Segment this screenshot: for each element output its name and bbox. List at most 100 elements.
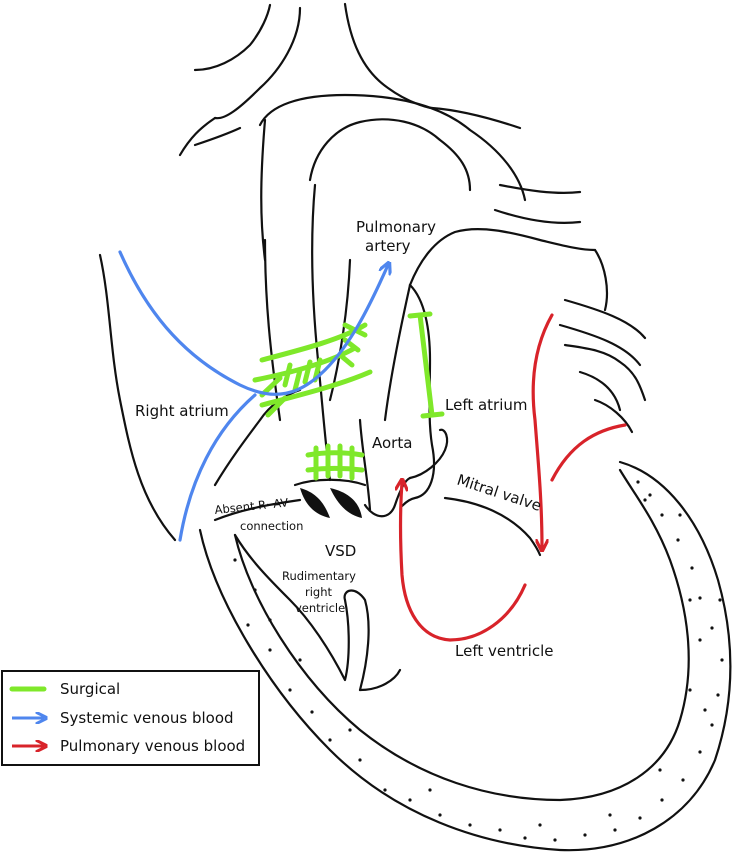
myocardium-dot — [468, 823, 472, 827]
septum-inner — [358, 668, 402, 692]
myocardium-dots — [233, 480, 724, 842]
myocardium-dot — [636, 480, 640, 484]
aorta-right — [408, 428, 449, 480]
myocardium-dot — [428, 788, 432, 792]
great-vessel-1 — [213, 6, 302, 120]
myocardium-dot — [298, 658, 302, 662]
myocardium-dot — [698, 750, 702, 754]
myocardium-dot — [716, 693, 720, 697]
myocardium-dot — [660, 798, 664, 802]
myocardium-dot — [408, 798, 412, 802]
myocardium-dot — [268, 648, 272, 652]
surgical-patch-line-2 — [305, 466, 365, 473]
pulmonary-upper-curve — [531, 313, 554, 548]
branch-right-2 — [493, 208, 582, 224]
label-left-ventricle: Left ventricle — [455, 642, 553, 660]
label-rudimentary-3: ventricle — [295, 601, 345, 615]
myocardium-dot — [288, 688, 292, 692]
valve-leaflet-2 — [330, 488, 362, 518]
myocardium-dot — [310, 710, 314, 714]
myocardium-dot — [681, 778, 685, 782]
label-absent-av-2: connection — [240, 519, 303, 533]
branch-right-1 — [498, 183, 582, 195]
septum — [233, 533, 370, 692]
myocardium-dot — [648, 493, 652, 497]
label-pulmonary-artery-2: artery — [365, 237, 411, 255]
aortic-arch — [258, 93, 527, 202]
myocardium-dot — [348, 728, 352, 732]
myocardium-dot — [660, 513, 664, 517]
myocardium-dot — [638, 816, 642, 820]
myocardium-dot — [608, 813, 612, 817]
legend-label-pulmonary: Pulmonary venous blood — [60, 737, 245, 755]
pulmonary-flow — [401, 313, 627, 642]
myocardium-dot — [703, 708, 707, 712]
right-atrium-contour — [98, 253, 177, 542]
branch-top-right — [430, 106, 522, 130]
systemic-flow — [118, 250, 388, 542]
legend-item-systemic: Systemic venous blood — [12, 709, 234, 727]
myocardium-dot — [658, 768, 662, 772]
legend-label-systemic: Systemic venous blood — [60, 709, 234, 727]
great-vessel-2 — [343, 2, 434, 110]
pulmonary-top — [408, 228, 597, 287]
pulmonary-vein-1 — [563, 298, 647, 340]
surgical-tick-3 — [302, 359, 313, 385]
myocardium-dot — [718, 598, 722, 602]
myocardium-dot — [676, 538, 680, 542]
surgical-baffle-3 — [259, 369, 373, 408]
aorta-left — [358, 418, 372, 512]
surgical-tick-7 — [337, 352, 355, 368]
label-left-atrium: Left atrium — [445, 396, 528, 414]
legend: Surgical Systemic venous blood Pulmonary… — [1, 670, 260, 766]
myocardium-dot — [233, 558, 237, 562]
left-atrium-right — [593, 248, 609, 312]
valve-ring — [293, 478, 367, 487]
myocardium-dot — [328, 738, 332, 742]
surgical-patch-line-1 — [305, 450, 365, 458]
systemic-lower-curve — [178, 393, 257, 542]
myocardium-dot — [710, 723, 714, 727]
myocardium-dot — [678, 513, 682, 517]
myocardium-dot — [698, 638, 702, 642]
myocardium-dot — [613, 828, 617, 832]
surgical-tick-2 — [292, 367, 303, 393]
pulmonary-lower-curve — [401, 482, 527, 642]
pulmonary-vein-5 — [593, 398, 634, 434]
valve-leaflet-1 — [300, 488, 330, 518]
myocardium-dot — [583, 833, 587, 837]
label-aorta: Aorta — [372, 434, 412, 452]
absent-av-line — [213, 498, 302, 522]
systemic-upper-curve — [118, 250, 388, 396]
pulmonary-vein-4 — [578, 370, 622, 412]
myocardium-dot — [553, 838, 557, 842]
label-pulmonary-artery-1: Pulmonary — [356, 218, 436, 236]
surgical-la-line — [417, 312, 435, 418]
myocardium-dot — [358, 758, 362, 762]
myocardium-dot — [688, 688, 692, 692]
myocardium-dot — [710, 626, 714, 630]
myocardium-dot — [720, 658, 724, 662]
aortic-arch-inner — [308, 118, 472, 192]
pulmonary-vein-3 — [563, 343, 647, 402]
surgical-tick-1 — [282, 362, 293, 388]
label-rudimentary-2: right — [305, 585, 333, 599]
myocardium-dot — [268, 618, 272, 622]
surgical-tick-8 — [265, 395, 288, 418]
myocardium-dot — [253, 588, 257, 592]
surgical-la-cap-bot — [420, 411, 445, 419]
myocardium-dot — [538, 823, 542, 827]
legend-label-surgical: Surgical — [60, 680, 120, 698]
label-vsd: VSD — [325, 542, 356, 560]
myocardium-dot — [383, 788, 387, 792]
pulmonary-branch — [550, 423, 627, 482]
myocardium-dot — [688, 598, 692, 602]
svc-left-2 — [260, 118, 267, 262]
label-absent-av-1: Absent R· AV — [214, 495, 289, 517]
myocardium-dot — [498, 828, 502, 832]
legend-item-pulmonary: Pulmonary venous blood — [12, 737, 245, 755]
myocardium-dot — [438, 813, 442, 817]
legend-item-surgical: Surgical — [9, 680, 120, 698]
label-rudimentary-1: Rudimentary — [282, 569, 356, 583]
myocardium-dot — [523, 836, 527, 840]
